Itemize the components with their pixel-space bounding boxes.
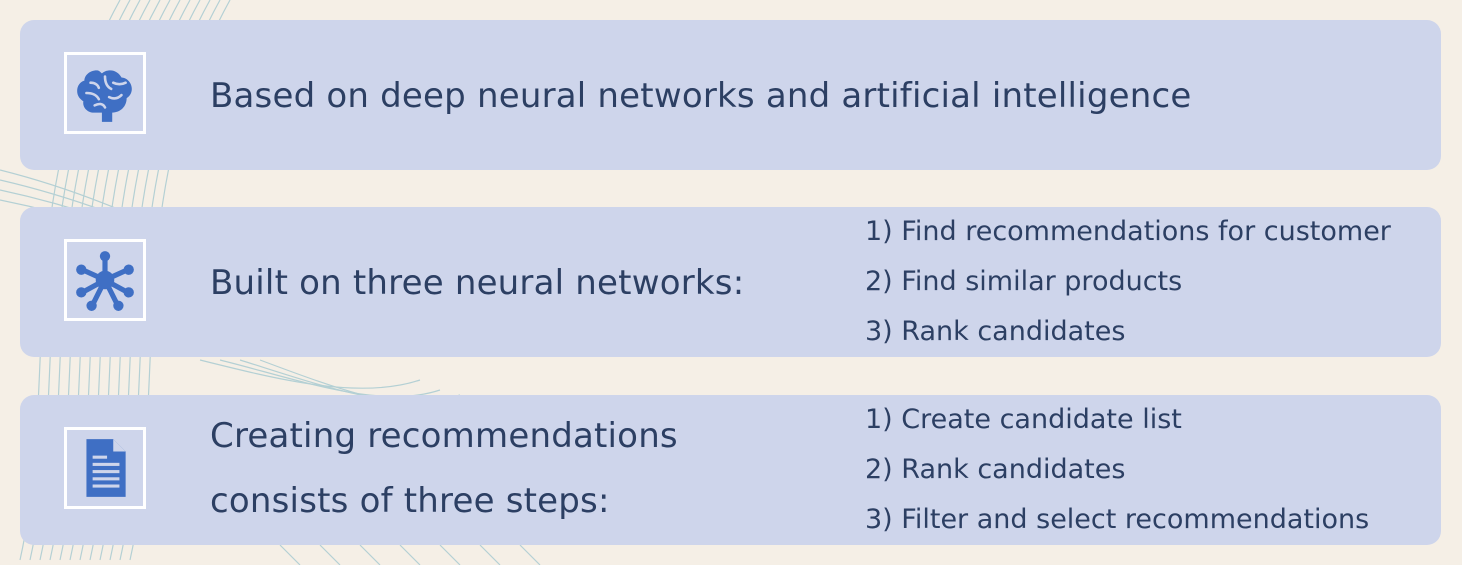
document-icon-box [64, 427, 146, 509]
card-title-line-1: Creating recommendations [210, 416, 678, 456]
brain-icon-box [64, 52, 146, 134]
card-title: Built on three neural networks: [210, 263, 745, 303]
steps-list: 1) Create candidate list 2) Rank candida… [865, 401, 1369, 551]
list-item: 2) Find similar products [865, 266, 1183, 297]
list-item: 3) Rank candidates [865, 316, 1126, 347]
feature-card-steps: Creating recommendations consists of thr… [20, 395, 1441, 545]
list-item: 3) Filter and select recommendations [865, 504, 1370, 535]
feature-card-ai: Based on deep neural networks and artifi… [20, 20, 1441, 170]
card-title: Based on deep neural networks and artifi… [210, 76, 1192, 116]
document-icon [86, 439, 126, 497]
network-icon [76, 251, 134, 311]
steps-list: 1) Find recommendations for customer 2) … [865, 213, 1391, 363]
feature-card-networks: Built on three neural networks: 1) Find … [20, 207, 1441, 357]
list-item: 1) Find recommendations for customer [865, 216, 1391, 247]
card-title-line-2: consists of three steps: [210, 481, 610, 521]
network-icon-box [64, 239, 146, 321]
list-item: 2) Rank candidates [865, 454, 1126, 485]
brain-icon [77, 70, 132, 122]
list-item: 1) Create candidate list [865, 404, 1182, 435]
